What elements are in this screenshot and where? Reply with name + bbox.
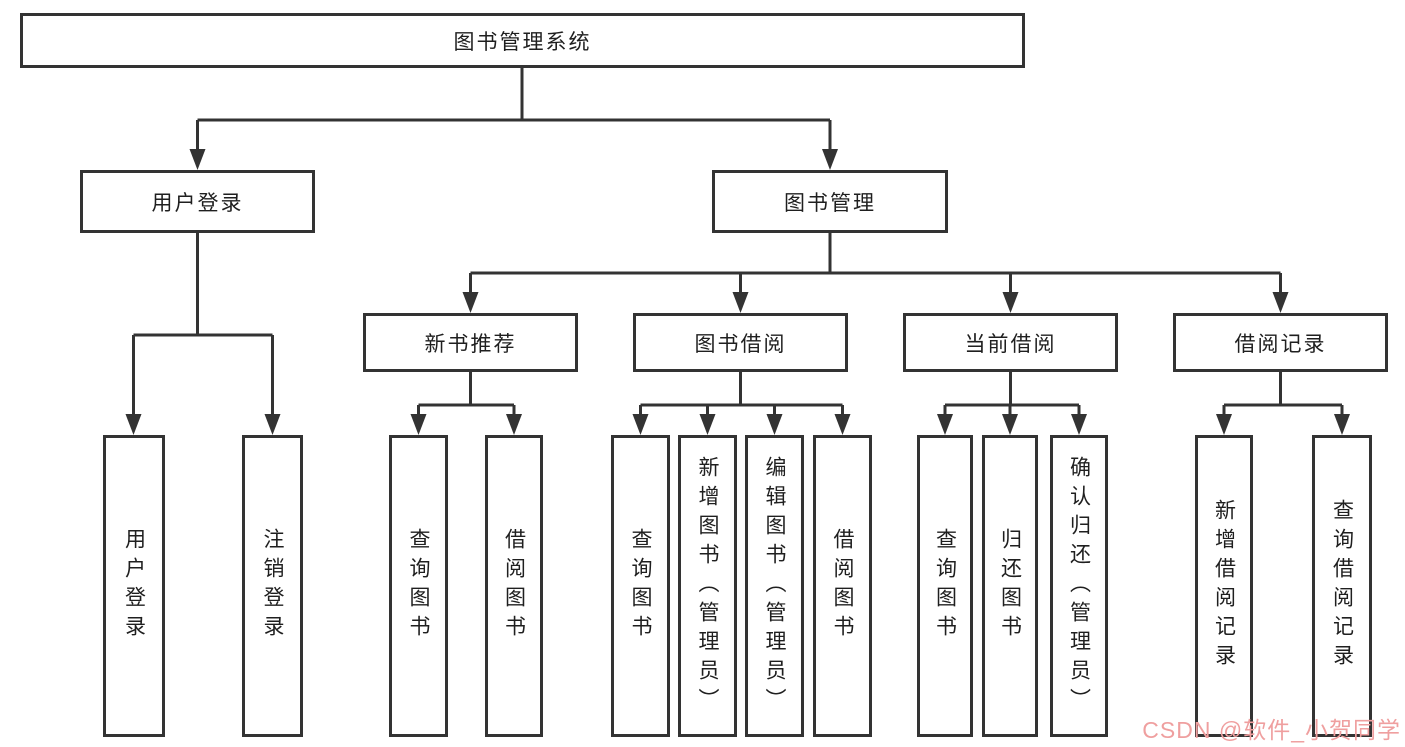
leaf-label: 新增借阅记录 — [1212, 499, 1236, 673]
leaf-label: 查询图书 — [933, 528, 957, 644]
leaf-label: 编辑图书（管理员） — [763, 455, 786, 717]
leaf-label: 查询借阅记录 — [1330, 499, 1354, 673]
node-label: 新书推荐 — [424, 332, 517, 356]
leaf-label: 用户登录 — [122, 528, 146, 644]
leaf-query-borrow-record: 查询借阅记录 — [1312, 435, 1372, 737]
leaf-return-books: 归还图书 — [982, 435, 1038, 737]
leaf-label: 注销登录 — [261, 528, 284, 644]
leaf-add-books-admin: 新增图书（管理员） — [678, 435, 737, 737]
node-label: 当前借阅 — [964, 332, 1057, 356]
leaf-borrow-books-borrowing: 借阅图书 — [813, 435, 872, 737]
node-book-borrowing: 图书借阅 — [633, 313, 848, 372]
node-new-book-recommend: 新书推荐 — [363, 313, 578, 372]
leaf-edit-books-admin: 编辑图书（管理员） — [745, 435, 804, 737]
node-book-management: 图书管理 — [712, 170, 948, 233]
node-label: 用户登录 — [151, 191, 244, 215]
leaf-label: 借阅图书 — [502, 528, 526, 644]
leaf-logout: 注销登录 — [242, 435, 303, 737]
leaf-query-books-recommend: 查询图书 — [389, 435, 448, 737]
leaf-confirm-return-admin: 确认归还（管理员） — [1050, 435, 1108, 737]
node-label: 图书借阅 — [694, 332, 787, 356]
node-label: 图书管理 — [784, 191, 876, 215]
leaf-label: 借阅图书 — [831, 528, 854, 644]
leaf-query-books-current: 查询图书 — [917, 435, 973, 737]
leaf-label: 归还图书 — [998, 528, 1022, 644]
node-label: 图书管理系统 — [453, 30, 592, 54]
leaf-query-books-borrowing: 查询图书 — [611, 435, 670, 737]
leaf-add-borrow-record: 新增借阅记录 — [1195, 435, 1253, 737]
leaf-label: 查询图书 — [407, 528, 430, 644]
leaf-label: 新增图书（管理员） — [696, 455, 719, 717]
leaf-borrow-books-recommend: 借阅图书 — [485, 435, 543, 737]
node-user-login: 用户登录 — [80, 170, 315, 233]
node-root-library-system: 图书管理系统 — [20, 13, 1025, 68]
leaf-user-login: 用户登录 — [103, 435, 165, 737]
leaf-label: 确认归还（管理员） — [1067, 455, 1091, 717]
node-current-borrowing: 当前借阅 — [903, 313, 1118, 372]
node-borrowing-records: 借阅记录 — [1173, 313, 1388, 372]
leaf-label: 查询图书 — [629, 528, 652, 644]
node-label: 借阅记录 — [1234, 332, 1327, 356]
